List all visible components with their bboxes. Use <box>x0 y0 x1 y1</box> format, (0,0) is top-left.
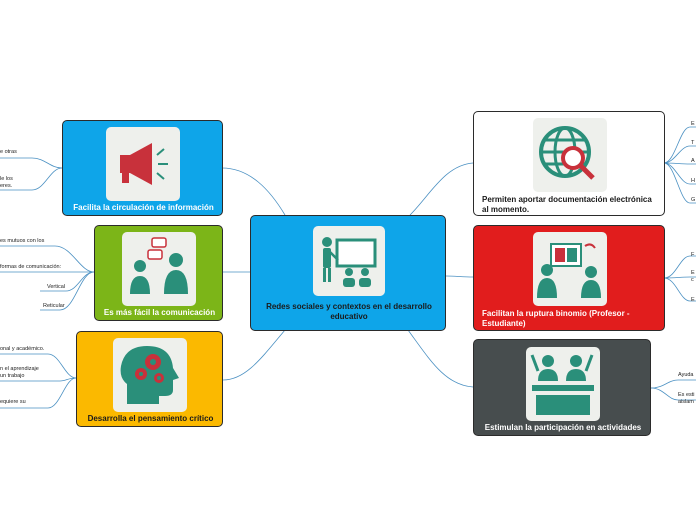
leaf-text: H <box>691 178 695 184</box>
participation-icon <box>526 347 600 421</box>
branch-pensamiento-critico[interactable]: Desarrolla el pensamiento crítico <box>76 331 223 427</box>
leaf-text: es mutuos con los <box>0 238 45 244</box>
chat-people-icon <box>122 232 196 306</box>
leaf-text: onal y académico. <box>0 346 45 352</box>
leaf-text: A <box>691 158 695 164</box>
branch-title: Permiten aportar documentación electróni… <box>482 195 652 214</box>
globe-search-icon <box>533 118 607 192</box>
branch-title: Es más fácil la comunicación <box>103 308 216 317</box>
branch-title: Facilitan la ruptura binomio (Profesor -… <box>482 309 630 328</box>
leaf-text: aislam <box>678 399 694 405</box>
branch-participacion-actividades[interactable]: Estimulan la participación en actividade… <box>473 339 651 436</box>
leaf-text: Reticular <box>43 303 65 309</box>
classroom-icon <box>313 226 385 296</box>
leaf-text: eres. <box>0 183 13 189</box>
leaf-text: Vertical <box>47 284 66 290</box>
leaf-text: c <box>691 277 694 283</box>
leaf-text: un trabajo <box>0 373 25 379</box>
leaf-text: Es esti <box>678 392 695 398</box>
branch-comunicacion[interactable]: Es más fácil la comunicación <box>94 225 223 321</box>
leaf-text: E <box>691 270 695 276</box>
branch-ruptura-binomio[interactable]: Facilitan la ruptura binomio (Profesor -… <box>473 225 665 331</box>
branch-title: Estimulan la participación en actividade… <box>484 423 642 432</box>
gears-head-icon <box>113 338 187 412</box>
branch-circulacion-informacion[interactable]: Facilita la circulación de información <box>62 120 223 216</box>
megaphone-icon <box>106 127 180 201</box>
center-title: Redes sociales y contextos en el desarro… <box>266 302 432 321</box>
leaf-text: e otras <box>0 149 17 155</box>
video-call-icon <box>533 232 607 306</box>
leaf-text: G <box>691 197 696 203</box>
leaf-text: Ayuda <box>678 372 694 378</box>
branch-documentacion-electronica[interactable]: Permiten aportar documentación electróni… <box>473 111 665 216</box>
branch-title: Facilita la circulación de información <box>73 203 214 212</box>
center-node[interactable]: Redes sociales y contextos en el desarro… <box>250 215 446 331</box>
leaf-text: E <box>691 121 695 127</box>
leaf-text: E <box>691 297 695 303</box>
leaf-text: T <box>691 140 695 146</box>
leaf-text: le los <box>0 176 13 182</box>
leaf-text: equiere su <box>0 399 26 405</box>
leaf-text: n el aprendizaje <box>0 366 39 372</box>
leaf-text: formas de comunicación: <box>0 264 62 270</box>
branch-title: Desarrolla el pensamiento crítico <box>87 414 214 423</box>
leaf-text: F <box>691 252 695 258</box>
